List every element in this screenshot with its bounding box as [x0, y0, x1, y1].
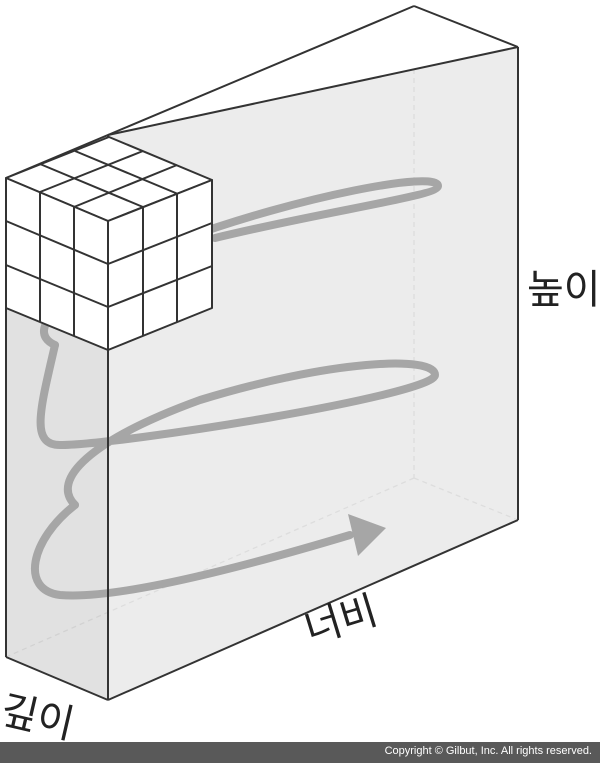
copyright-text: Copyright © Gilbut, Inc. All rights rese…	[384, 745, 592, 757]
height-label: 높이	[527, 267, 600, 313]
edge-bottom-left	[5, 656, 109, 701]
direction-arrowhead	[348, 514, 386, 556]
footer-bar: Copyright © Gilbut, Inc. All rights rese…	[0, 742, 600, 763]
edge-top-back	[5, 5, 415, 179]
edge-top-front	[107, 46, 519, 136]
box-diagram	[5, 5, 519, 701]
unit-cube	[5, 136, 213, 351]
cube-grid-lines	[5, 150, 213, 336]
top-face	[6, 6, 518, 178]
edge-bottom-front	[107, 519, 519, 701]
edge-top-right	[413, 5, 519, 48]
